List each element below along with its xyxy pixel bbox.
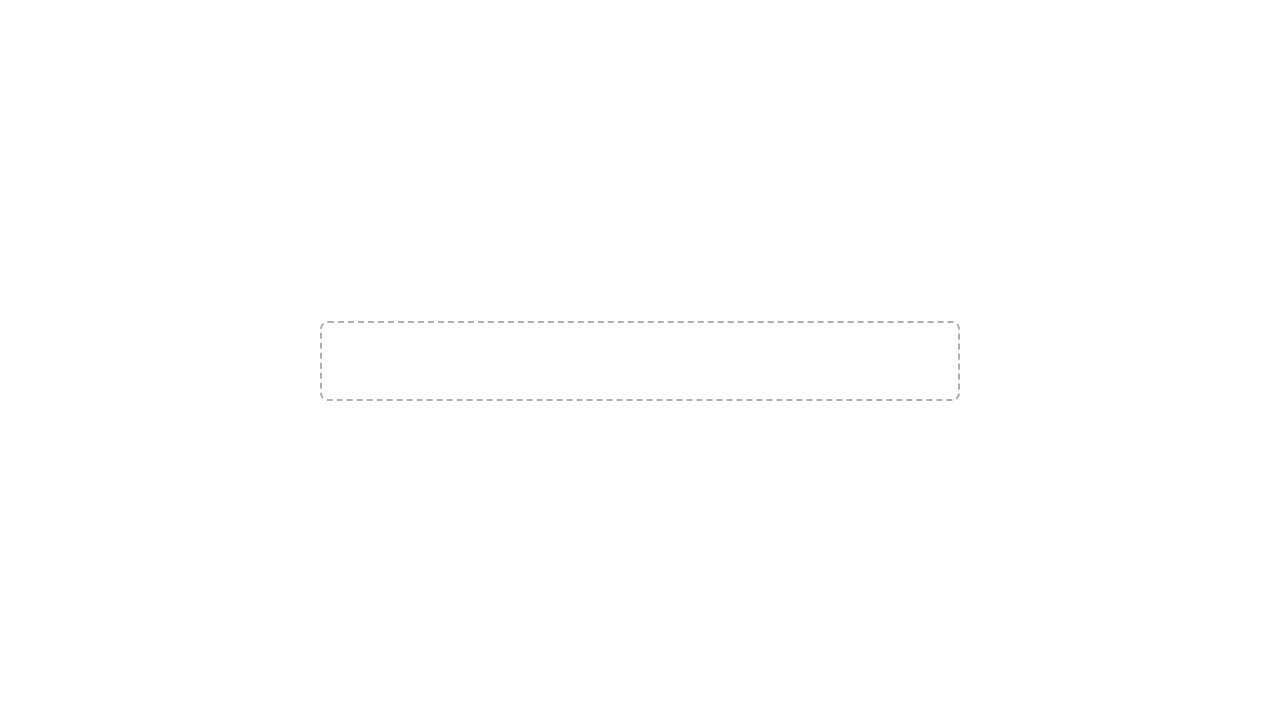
empty-placeholder — [320, 320, 960, 401]
